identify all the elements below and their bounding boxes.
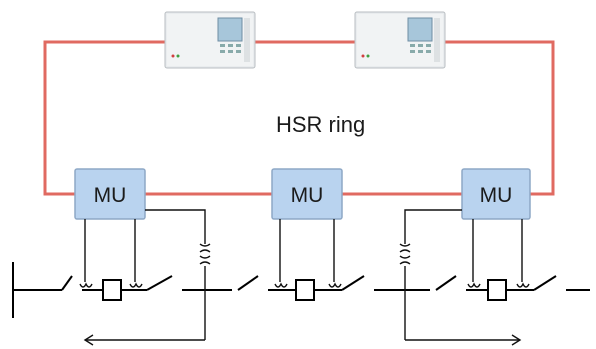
voltage-transformer-2-icon <box>399 236 522 346</box>
current-transformer-icons <box>79 282 530 288</box>
merging-unit-1-label: MU <box>94 184 127 207</box>
ied-device-1-icon <box>164 11 256 69</box>
merging-unit-3-label: MU <box>480 184 513 207</box>
ied-device-2-icon <box>354 11 446 69</box>
mu3-wiring <box>404 209 523 282</box>
hsr-ring <box>43 40 555 196</box>
mu2-wiring <box>279 219 335 282</box>
merging-unit-1: MU <box>74 168 146 220</box>
merging-unit-2: MU <box>271 168 343 220</box>
ring-label: HSR ring <box>276 112 365 137</box>
busbar-line <box>12 262 590 318</box>
merging-unit-3: MU <box>461 168 531 220</box>
mu1-wiring <box>84 209 206 282</box>
merging-unit-2-label: MU <box>291 184 324 207</box>
voltage-transformer-1-icon <box>83 236 211 346</box>
